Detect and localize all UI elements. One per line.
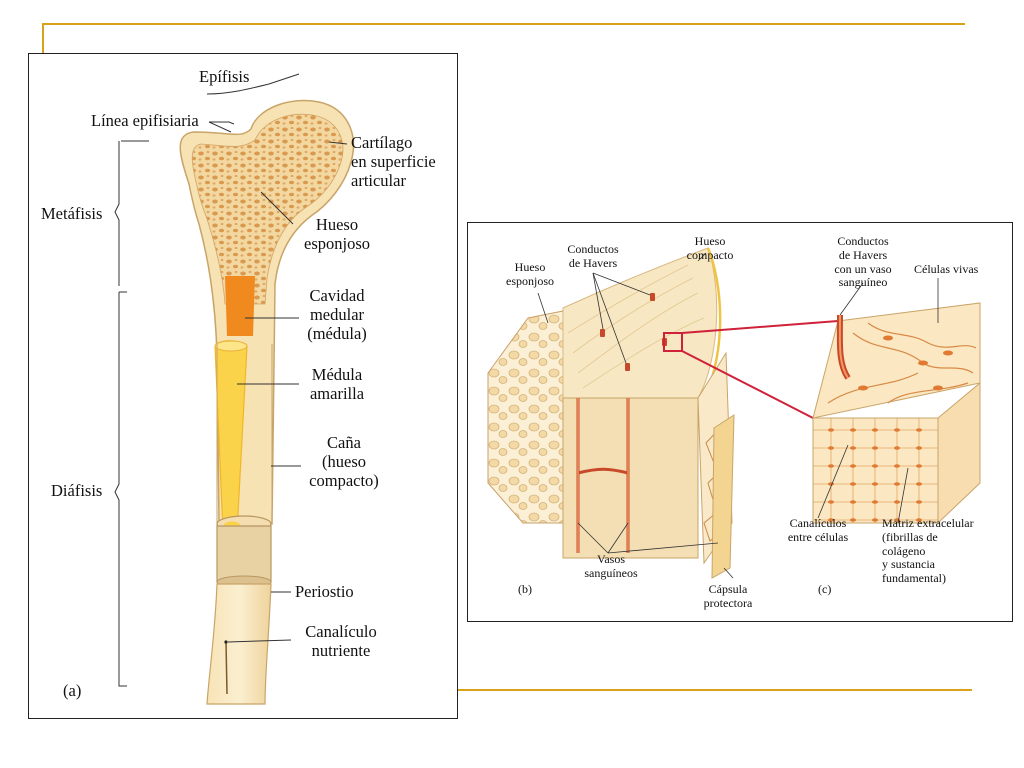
lower-shaft	[206, 583, 272, 705]
compact-bone-front	[562, 397, 699, 559]
label-celulas-vivas: Células vivas	[914, 262, 979, 276]
label-linea-epifisiaria: Línea epifisiaria	[91, 111, 199, 130]
label-cartilago-line2: en superficie	[351, 151, 436, 171]
bottom-rule	[456, 689, 972, 691]
label-can-line1: Canalículos	[789, 516, 847, 530]
label-cap-line1: Cápsula	[708, 582, 748, 596]
label-canaliculo-line2: nutriente	[311, 640, 371, 660]
label-cv-line3: con un vaso	[834, 261, 892, 276]
label-vasos-line1: Vasos	[596, 552, 625, 566]
label-mat-line1: Matriz extracelular	[882, 516, 974, 530]
label-medula-line1: Médula	[311, 365, 363, 384]
label-cavidad-medular: Cavidad medular (médula)	[297, 286, 377, 344]
label-cavidad-line3: (médula)	[307, 323, 367, 343]
periosteum-band	[216, 525, 272, 583]
label-ch-line2: de Havers	[568, 255, 618, 270]
label-metafisis: Metáfisis	[41, 204, 103, 223]
label-mat-line5: fundamental)	[882, 571, 946, 586]
label-hueso-esponjoso: Hueso esponjoso	[294, 215, 380, 254]
label-c: (c)	[818, 582, 832, 596]
label-capsula: Cápsula protectora	[696, 582, 760, 611]
label-medula-amarilla: Médula amarilla	[299, 365, 375, 404]
top-rule-tick	[42, 23, 44, 53]
label-cartilago-line3: articular	[351, 170, 406, 190]
label-can-line2: entre células	[787, 529, 849, 544]
label-he-line1: Hueso	[514, 260, 546, 274]
label-conductos-vaso: Conductos de Havers con un vaso sanguíne…	[826, 234, 900, 290]
label-cavidad-line1: Cavidad	[309, 286, 365, 305]
label-conductos-havers: Conductos de Havers	[556, 242, 630, 271]
label-canaliculo-line1: Canalículo	[305, 622, 377, 641]
panel-bc-compact-bone: Hueso esponjoso Conductos de Havers Hues…	[467, 222, 1013, 622]
label-canaliculos: Canalículos entre células	[776, 516, 860, 545]
label-hueso-line1: Hueso	[315, 215, 359, 234]
label-diafisis: Diáfisis	[51, 481, 103, 500]
magnified-side	[937, 381, 981, 525]
label-ch-line1: Conductos	[567, 242, 619, 256]
label-vasos: Vasos sanguíneos	[578, 552, 644, 581]
label-hueso-esponjoso-b: Hueso esponjoso	[500, 260, 560, 289]
label-hc-line1: Hueso	[694, 234, 726, 248]
label-vasos-line2: sanguíneos	[584, 565, 638, 580]
label-he-line2: esponjoso	[506, 273, 554, 288]
label-cap-line2: protectora	[703, 595, 753, 610]
label-cv-line1: Conductos	[837, 234, 889, 248]
label-cavidad-line2: medular	[309, 304, 365, 324]
label-medula-line2: amarilla	[309, 383, 365, 403]
label-hueso-line2: esponjoso	[304, 233, 370, 253]
label-mat-line3: colágeno	[882, 543, 926, 558]
compact-bone-illustration	[487, 247, 981, 579]
label-hc-line2: compacto	[686, 247, 734, 262]
label-hueso-compacto: Hueso compacto	[680, 234, 740, 263]
protective-capsule	[711, 414, 735, 579]
label-cv-line2: de Havers	[838, 247, 888, 262]
femur-illustration	[114, 73, 355, 705]
label-periostio: Periostio	[295, 582, 354, 601]
label-cana: Caña (hueso compacto)	[301, 433, 387, 491]
label-cana-line1: Caña	[327, 433, 361, 452]
spongy-chunk	[487, 310, 569, 524]
red-marrow	[225, 276, 255, 336]
top-rule	[42, 23, 965, 25]
label-matriz: Matriz extracelular (fibrillas de coláge…	[882, 516, 974, 586]
label-canaliculo-nutriente: Canalículo nutriente	[293, 622, 389, 661]
spongy-bone	[191, 113, 344, 305]
label-epifisis: Epífisis	[199, 67, 250, 86]
panel-a-bone-anatomy: Epífisis Línea epifisiaria Metáfisis Diá…	[28, 53, 458, 719]
label-cartilago-line1: Cartílago	[351, 133, 413, 152]
magnified-front	[812, 417, 939, 524]
nutrient-canal	[225, 641, 228, 695]
label-cana-line2: (hueso	[322, 451, 366, 471]
label-cana-line3: compacto)	[309, 470, 379, 490]
label-mat-line4: y sustancia	[882, 557, 935, 572]
label-a: (a)	[63, 681, 82, 700]
label-b: (b)	[518, 582, 532, 596]
label-cartilago: Cartílago en superficie articular	[351, 133, 436, 191]
label-cv-line4: sanguíneo	[838, 275, 888, 290]
label-mat-line2: (fibrillas de	[882, 529, 938, 544]
